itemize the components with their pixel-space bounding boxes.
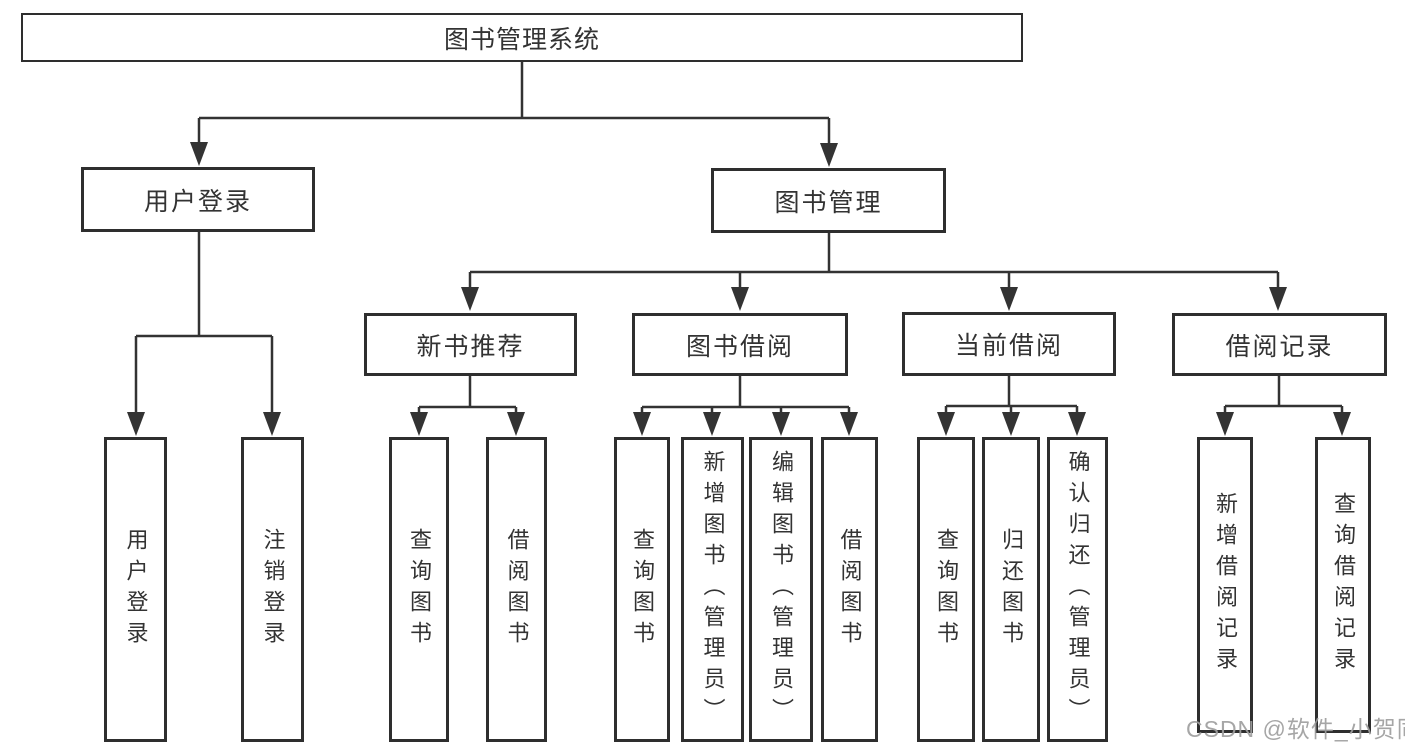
connector-user-login-group xyxy=(134,232,274,415)
leaf-label: 查询图书 xyxy=(407,527,432,652)
connector-borrow-records-group xyxy=(1223,376,1344,415)
leaf-label: 注销登录 xyxy=(260,527,286,652)
leaf-label: 查询图书 xyxy=(630,527,655,652)
leaf-query-books-new: 查询图书 xyxy=(389,437,449,742)
arrowhead-leaf-add-book xyxy=(703,412,721,436)
leaf-confirm-return-admin: 确认归还（管理员） xyxy=(1047,437,1108,742)
arrowhead-user-login xyxy=(190,142,208,166)
arrowhead-leaf-add-record xyxy=(1216,412,1234,436)
node-current-borrow: 当前借阅 xyxy=(902,312,1116,376)
arrowhead-leaf-edit-book xyxy=(772,412,790,436)
leaf-label: 查询借阅记录 xyxy=(1331,492,1356,678)
node-new-book-recommend: 新书推荐 xyxy=(364,313,577,376)
connector-book-borrow-group xyxy=(640,376,851,415)
arrowhead-book-borrow xyxy=(731,287,749,311)
leaf-query-books-current: 查询图书 xyxy=(917,437,975,742)
leaf-label: 新增图书（管理员） xyxy=(700,450,726,729)
leaf-query-books-borrow: 查询图书 xyxy=(614,437,670,742)
leaf-label: 借阅图书 xyxy=(504,527,530,652)
arrowhead-leaf-query-2 xyxy=(633,412,651,436)
connector-book-management-to-level3 xyxy=(468,233,1280,290)
node-borrow-records: 借阅记录 xyxy=(1172,313,1387,376)
arrowhead-book-management xyxy=(820,143,838,167)
connector-current-borrow-group xyxy=(944,376,1079,415)
arrowhead-leaf-logout xyxy=(263,412,281,436)
leaf-label: 确认归还（管理员） xyxy=(1065,450,1091,729)
leaf-logout: 注销登录 xyxy=(241,437,304,742)
arrowhead-leaf-user-login xyxy=(127,412,145,436)
leaf-borrow-books-borrow: 借阅图书 xyxy=(821,437,878,742)
arrowhead-leaf-query-1 xyxy=(410,412,428,436)
arrowhead-leaf-query-record xyxy=(1333,412,1351,436)
leaf-edit-book-admin: 编辑图书（管理员） xyxy=(749,437,813,742)
connector-root-to-level2 xyxy=(197,62,831,146)
leaf-borrow-books-new: 借阅图书 xyxy=(486,437,547,742)
leaf-return-book: 归还图书 xyxy=(982,437,1040,742)
leaf-label: 查询图书 xyxy=(934,527,959,652)
leaf-add-book-admin: 新增图书（管理员） xyxy=(681,437,744,742)
arrowhead-new-book xyxy=(461,287,479,311)
leaf-label: 编辑图书（管理员） xyxy=(769,450,794,729)
leaf-label: 用户登录 xyxy=(123,527,149,652)
leaf-label: 归还图书 xyxy=(999,527,1024,652)
connector-new-book-group xyxy=(417,376,518,415)
leaf-label: 新增借阅记录 xyxy=(1213,492,1238,678)
leaf-add-borrow-record: 新增借阅记录 xyxy=(1197,437,1253,733)
node-book-management: 图书管理 xyxy=(711,168,946,233)
arrowhead-leaf-borrow-1 xyxy=(507,412,525,436)
arrowhead-borrow-records xyxy=(1269,287,1287,311)
arrowhead-leaf-confirm-return xyxy=(1068,412,1086,436)
leaf-label: 借阅图书 xyxy=(837,527,863,652)
arrowhead-current-borrow xyxy=(1000,287,1018,311)
arrowhead-leaf-borrow-2 xyxy=(840,412,858,436)
arrowhead-leaf-query-3 xyxy=(937,412,955,436)
leaf-query-borrow-record: 查询借阅记录 xyxy=(1315,437,1371,733)
leaf-user-login: 用户登录 xyxy=(104,437,167,742)
node-root: 图书管理系统 xyxy=(21,13,1023,62)
node-user-login: 用户登录 xyxy=(81,167,315,232)
node-book-borrow: 图书借阅 xyxy=(632,313,848,376)
watermark: CSDN @软件_小贺同学 xyxy=(1186,716,1405,742)
arrowhead-leaf-return xyxy=(1002,412,1020,436)
